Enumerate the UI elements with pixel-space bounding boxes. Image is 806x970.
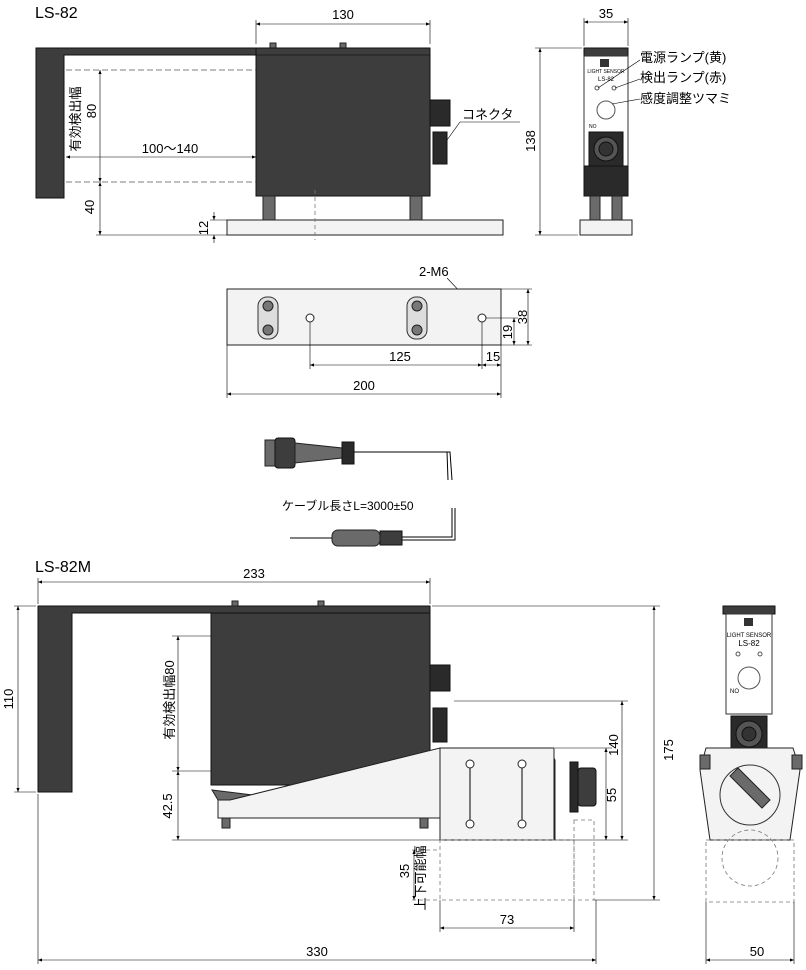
- callout-knob: 感度調整ツマミ: [640, 91, 731, 106]
- label-effective-width-80: 有効検出幅80: [162, 660, 177, 739]
- m6-hole-2: [477, 313, 487, 323]
- power-lamp: [594, 85, 600, 91]
- dim-80: 80: [84, 104, 99, 118]
- dim-15: 15: [486, 349, 500, 364]
- dim-110: 110: [1, 689, 16, 710]
- callout-detect-lamp: 検出ランプ(赤): [640, 70, 726, 85]
- ls82m-title: LS-82M: [35, 559, 91, 576]
- ls82-side-knob: [429, 99, 451, 127]
- detect-lamp: [611, 85, 617, 91]
- dim-55: 55: [604, 788, 619, 802]
- ls82m-clamp-knob: [577, 767, 597, 807]
- ls82-screw-2: [339, 42, 347, 49]
- ls82-screw-1: [269, 42, 277, 49]
- dim-330: 330: [306, 944, 328, 959]
- dim-73: 73: [500, 912, 514, 927]
- dim-12: 12: [196, 221, 211, 235]
- brand-logo: [600, 59, 609, 67]
- svg-text:LS-82: LS-82: [738, 639, 760, 648]
- dim-35-travel: 35: [397, 864, 412, 878]
- label-effective-width: 有効検出幅: [68, 86, 83, 151]
- ls82m-slope-plate: [217, 747, 441, 819]
- ls82m-clamp-block: [439, 747, 555, 841]
- dim-100-140: 100～140: [142, 141, 198, 156]
- cable-connector: [274, 437, 296, 469]
- ls82-foot-2: [409, 195, 423, 221]
- dim-138: 138: [523, 130, 538, 152]
- label-updown-range: 上下可能幅: [413, 845, 428, 910]
- dim-19: 19: [500, 325, 515, 339]
- ls82m-bracket: [37, 605, 431, 793]
- ls82-connector: [432, 131, 448, 165]
- svg-text:LIGHT SENSOR: LIGHT SENSOR: [727, 633, 772, 639]
- ls82-foot-1: [262, 195, 276, 221]
- ls82-base-plate: [226, 219, 504, 236]
- ls82-side-view: LS-82 130 有効検出幅 80 100～140: [35, 5, 520, 243]
- ls82-housing: [255, 47, 431, 197]
- dim-50: 50: [750, 944, 764, 959]
- ls82m-front-view: LIGHT SENSOR LS-82 NO 50: [699, 605, 803, 964]
- dim-38: 38: [515, 310, 530, 324]
- callout-power-lamp: 電源ランプ(黄): [640, 50, 726, 65]
- cable-drawing: ケーブル長さL=3000±50: [264, 437, 456, 547]
- cable-jack-plug: [331, 529, 381, 547]
- ls82m-housing: [210, 612, 431, 786]
- dim-175: 175: [661, 739, 676, 761]
- dim-125: 125: [389, 349, 411, 364]
- ls82-front-view: 35 LIGHT SENSOR LS-82 NO 138 電源ランプ(黄) 検出…: [523, 6, 731, 236]
- label-2-m6: 2-M6: [419, 264, 449, 279]
- panel-model-text: LS-82: [598, 77, 615, 83]
- dim-140: 140: [606, 734, 621, 756]
- dim-200: 200: [353, 378, 375, 393]
- ls82-title: LS-82: [35, 5, 78, 22]
- panel-sensor-text: LIGHT SENSOR: [587, 69, 625, 75]
- label-cable-length: ケーブル長さL=3000±50: [282, 498, 414, 513]
- sensitivity-knob: [596, 100, 616, 120]
- callout-connector: コネクタ: [462, 107, 513, 122]
- dim-130: 130: [332, 7, 354, 22]
- dim-40: 40: [82, 200, 97, 214]
- svg-text:NO: NO: [589, 124, 597, 130]
- dim-35: 35: [599, 6, 613, 21]
- base-plate-top-view: 2-M6 38 19 125 15 200: [226, 264, 532, 398]
- m6-hole-1: [305, 313, 315, 323]
- svg-text:NO: NO: [730, 689, 739, 695]
- dim-233: 233: [243, 566, 265, 581]
- ls82m-side-view: LS-82M 233: [1, 559, 676, 964]
- dim-42-5: 42.5: [160, 793, 175, 818]
